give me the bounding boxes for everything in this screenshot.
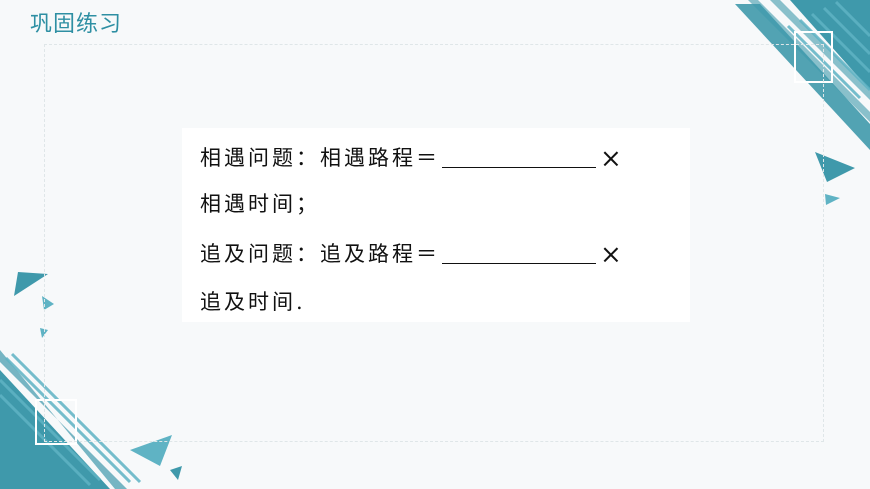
left-triangle-large [14, 272, 48, 296]
top-right-box [794, 31, 833, 83]
chasing-formula-tail: 追及时间. [200, 290, 306, 314]
chasing-formula-lead: 追及问题：追及路程＝ [200, 242, 440, 266]
right-triangle-small [825, 194, 840, 205]
bottom-left-box [35, 399, 77, 445]
meeting-formula-line: 相遇问题：相遇路程＝ × [200, 142, 625, 174]
meeting-times-sign: × [600, 144, 625, 174]
right-triangle-large [815, 152, 855, 182]
chasing-formula-line: 追及问题：追及路程＝ × [200, 238, 625, 270]
exercise-card: 相遇问题：相遇路程＝ × 相遇时间； 追及问题：追及路程＝ × 追及时间. [182, 128, 690, 322]
left-triangle-mid [42, 296, 54, 310]
bottom-triangle-large [130, 435, 172, 466]
slide-title: 巩固练习 [30, 12, 123, 37]
chasing-times-sign: × [600, 240, 625, 270]
bottom-triangle-small [170, 466, 182, 480]
top-right-stripes [735, 0, 870, 150]
dashed-frame [44, 44, 824, 442]
meeting-formula-tail: 相遇时间； [200, 192, 320, 216]
meeting-answer-blank[interactable] [442, 145, 596, 168]
bottom-left-stripes [0, 350, 127, 489]
chasing-answer-blank[interactable] [442, 241, 596, 264]
meeting-formula-lead: 相遇问题：相遇路程＝ [200, 146, 440, 170]
